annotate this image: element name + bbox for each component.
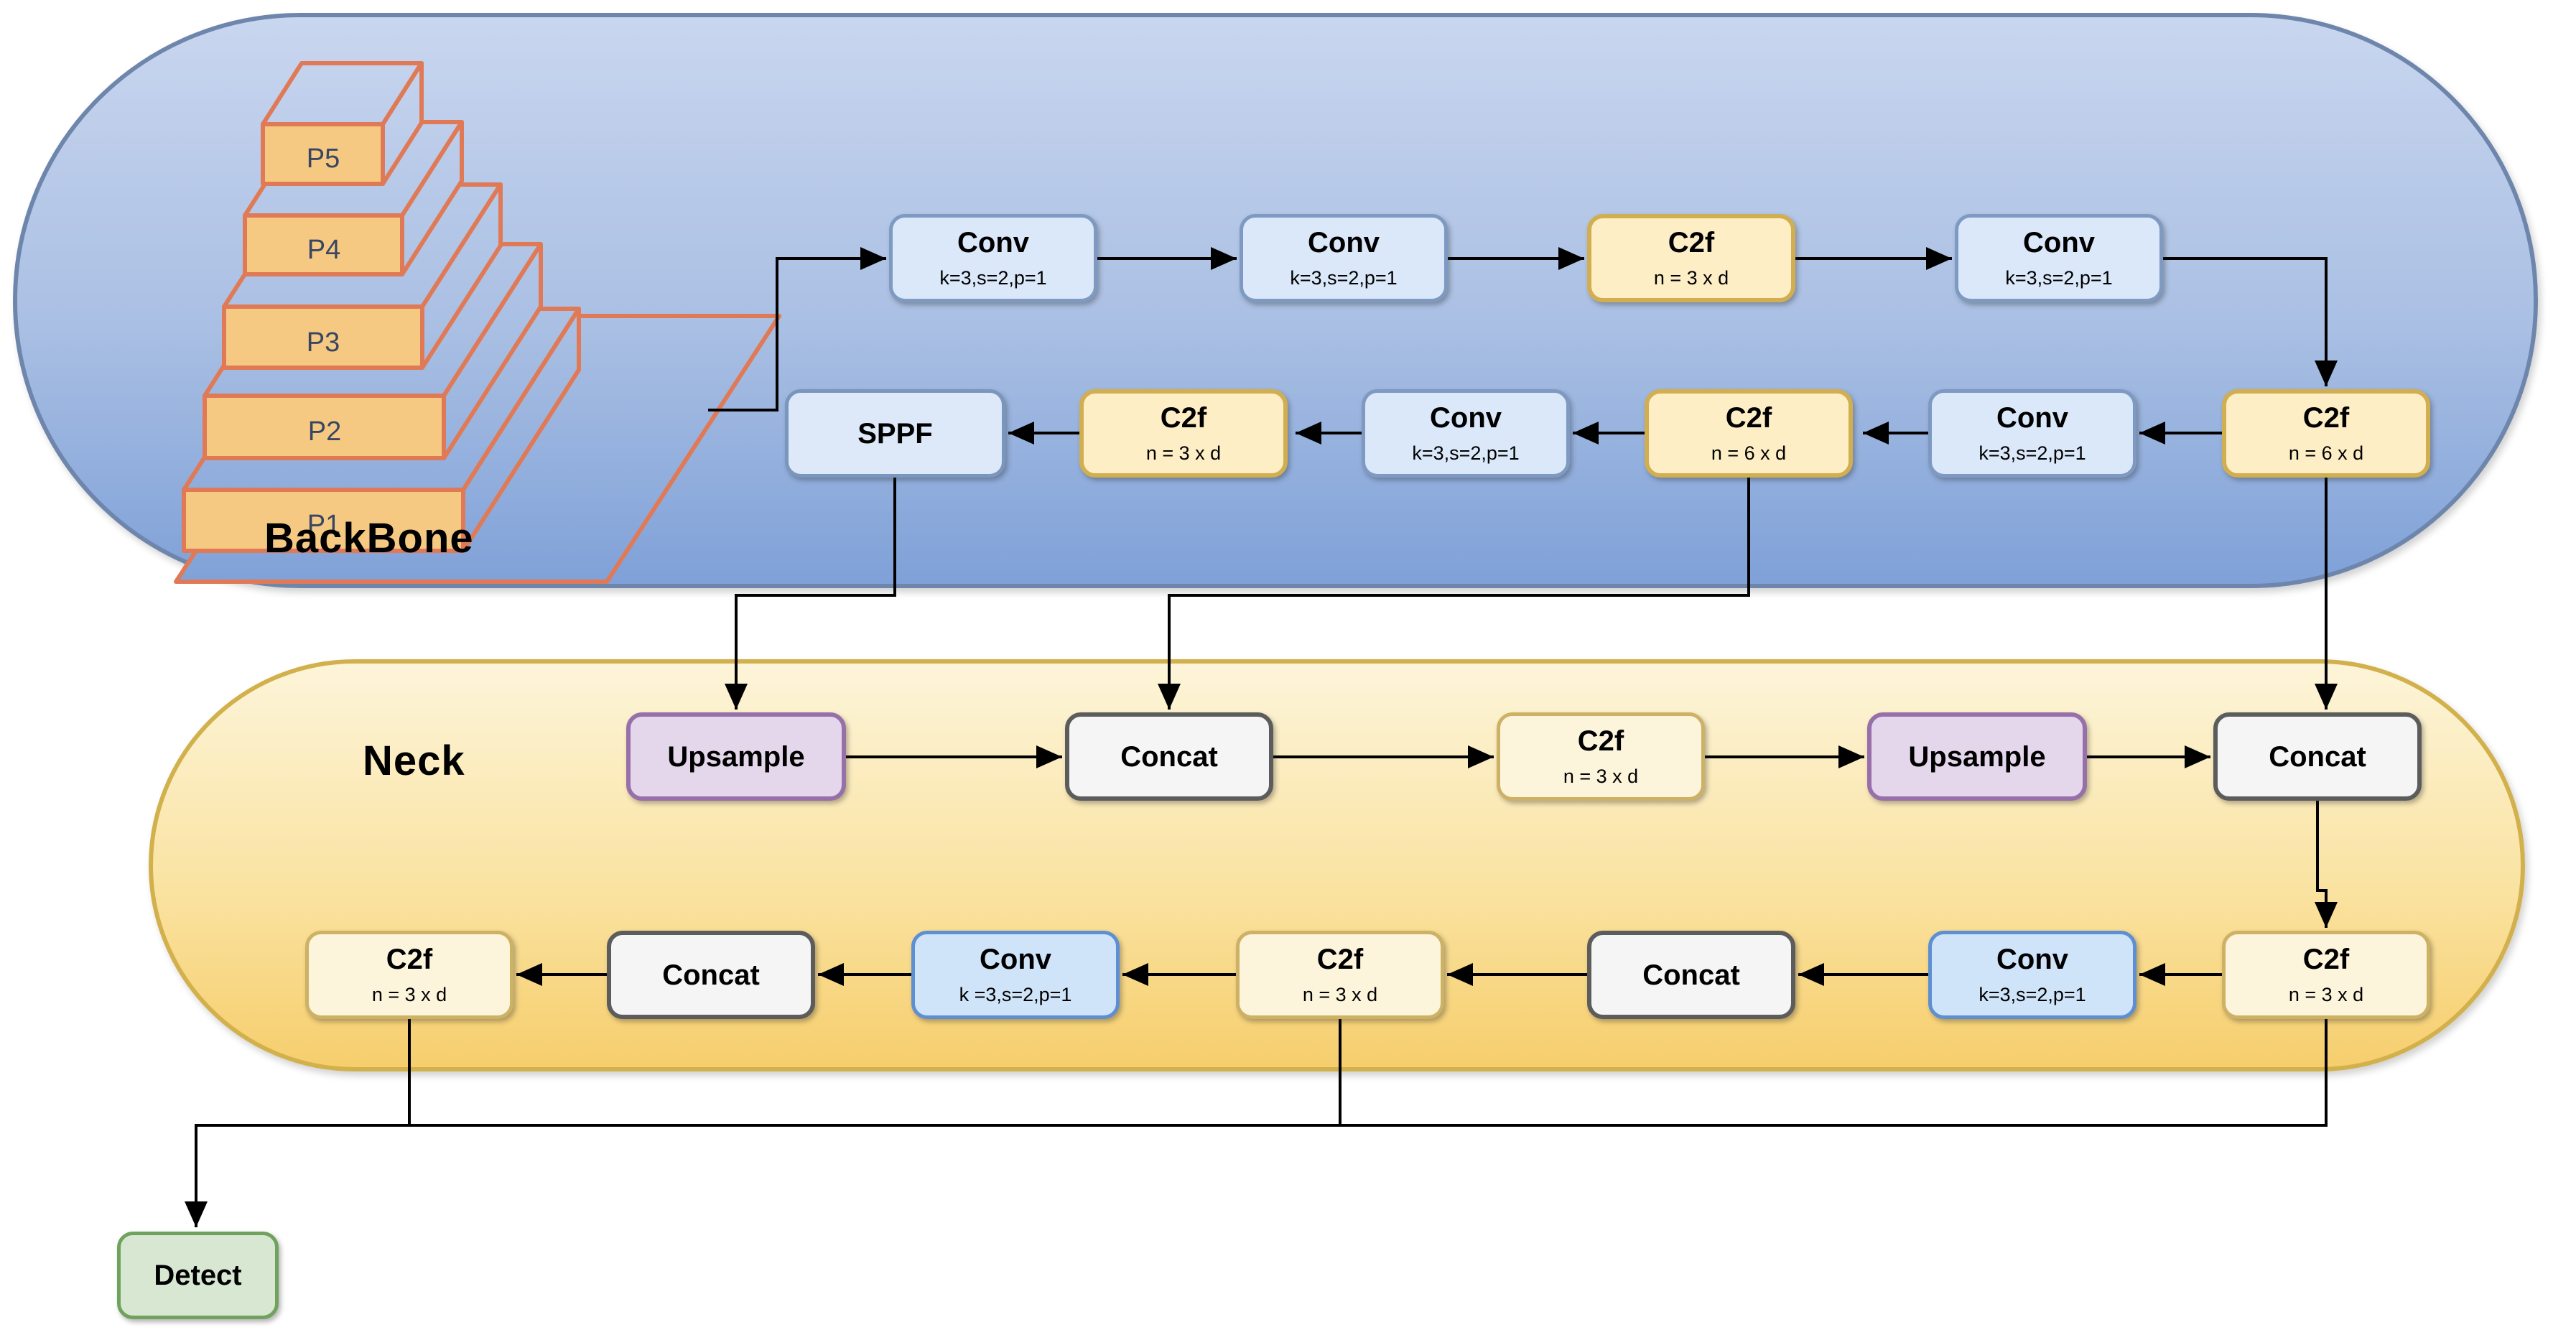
backbone-conv3-node: Conv k=3,s=2,p=1 xyxy=(1955,214,2163,302)
neck-c2f2-node: C2f n = 3 x d xyxy=(305,931,513,1019)
neck-concat2-node: Concat xyxy=(2213,712,2422,801)
backbone-c2f4-node: C2f n = 6 x d xyxy=(2222,389,2430,478)
pyramid-level-label: P4 xyxy=(307,235,340,265)
node-title: C2f xyxy=(1577,725,1624,757)
edge-concat2-c2f xyxy=(2315,801,2338,928)
node-title: SPPF xyxy=(857,417,933,450)
neck-conv1-node: Conv k =3,s=2,p=1 xyxy=(911,931,1120,1019)
node-params: n = 6 x d xyxy=(2288,442,2364,464)
node-params: n = 3 x d xyxy=(1302,984,1378,1005)
neck-c2f3-node: C2f n = 3 x d xyxy=(1236,931,1444,1019)
backbone-sppf-node: SPPF xyxy=(785,389,1005,478)
node-title: C2f xyxy=(1316,944,1364,975)
backbone-conv2-node: Conv k=3,s=2,p=1 xyxy=(1240,214,1448,302)
pyramid-level-labels: P5 P4 P3 P2 P1 xyxy=(307,144,341,540)
edge-sppf-upsample xyxy=(725,478,896,710)
backbone-conv1-node: Conv k=3,s=2,p=1 xyxy=(889,214,1097,302)
node-title: Concat xyxy=(2269,740,2366,773)
node-params: k=3,s=2,p=1 xyxy=(1979,984,2086,1005)
backbone-label: BackBone xyxy=(264,515,474,562)
node-params: n = 3 x d xyxy=(1563,766,1639,787)
node-title: Upsample xyxy=(667,740,805,773)
node-title: Concat xyxy=(1120,740,1218,773)
node-params: n = 3 x d xyxy=(1145,442,1222,464)
node-title: C2f xyxy=(2302,944,2350,975)
node-params: k=3,s=2,p=1 xyxy=(1290,267,1398,289)
pyramid-level-label: P3 xyxy=(307,327,340,358)
backbone-c2f2-node: C2f n = 3 x d xyxy=(1079,389,1288,478)
edge-c2f-concat1 xyxy=(1158,478,1750,710)
node-title: Conv xyxy=(1996,944,2068,975)
pyramid-level-label: P1 xyxy=(307,510,340,540)
edge-pyramid-to-conv1 xyxy=(708,247,886,411)
node-title: Conv xyxy=(2023,227,2095,259)
node-title: Conv xyxy=(980,944,1051,975)
backbone-c2f3-node: C2f n = 6 x d xyxy=(1645,389,1853,478)
node-title: Concat xyxy=(662,959,760,991)
node-title: C2f xyxy=(386,944,433,975)
backbone-c2f1-node: C2f n = 3 x d xyxy=(1587,214,1795,302)
neck-conv2-node: Conv k=3,s=2,p=1 xyxy=(1928,931,2136,1019)
neck-concat3-node: Concat xyxy=(607,931,815,1019)
neck-c2f4-node: C2f n = 3 x d xyxy=(2222,931,2430,1019)
node-title: Concat xyxy=(1642,959,1740,991)
node-title: Detect xyxy=(154,1260,242,1291)
node-title: Upsample xyxy=(1908,740,2046,773)
node-params: k=3,s=2,p=1 xyxy=(939,267,1047,289)
neck-concat1-node: Concat xyxy=(1065,712,1273,801)
backbone-conv5-node: Conv k=3,s=2,p=1 xyxy=(1928,389,2136,478)
node-params: n = 3 x d xyxy=(2288,984,2364,1005)
feature-pyramid xyxy=(174,61,781,584)
neck-upsample2-node: Upsample xyxy=(1867,712,2087,801)
neck-concat4-node: Concat xyxy=(1587,931,1795,1019)
node-params: n = 3 x d xyxy=(1653,267,1729,289)
detect-node: Detect xyxy=(117,1232,279,1319)
node-params: k =3,s=2,p=1 xyxy=(959,984,1072,1005)
neck-upsample1-node: Upsample xyxy=(626,712,846,801)
node-params: k=3,s=2,p=1 xyxy=(1412,442,1520,464)
node-title: Conv xyxy=(1430,402,1502,434)
node-params: n = 6 x d xyxy=(1711,442,1787,464)
node-title: Conv xyxy=(1308,227,1380,259)
node-title: C2f xyxy=(1160,402,1207,434)
neck-label: Neck xyxy=(363,738,465,784)
neck-c2f1-node: C2f n = 3 x d xyxy=(1497,712,1705,801)
node-params: k=3,s=2,p=1 xyxy=(2005,267,2113,289)
node-title: C2f xyxy=(1668,227,1715,259)
node-title: C2f xyxy=(2302,402,2350,434)
node-title: Conv xyxy=(957,227,1029,259)
edge-conv3-down-c2f xyxy=(2163,257,2338,386)
node-title: Conv xyxy=(1996,402,2068,434)
pyramid-level-label: P2 xyxy=(308,417,341,447)
node-params: k=3,s=2,p=1 xyxy=(1979,442,2086,464)
connector-arrows xyxy=(196,247,2338,1227)
pyramid-level-label: P5 xyxy=(307,144,340,174)
node-params: n = 3 x d xyxy=(371,984,447,1005)
backbone-conv4-node: Conv k=3,s=2,p=1 xyxy=(1362,389,1570,478)
edge-outputs-to-detect xyxy=(196,1019,2328,1227)
node-title: C2f xyxy=(1725,402,1772,434)
